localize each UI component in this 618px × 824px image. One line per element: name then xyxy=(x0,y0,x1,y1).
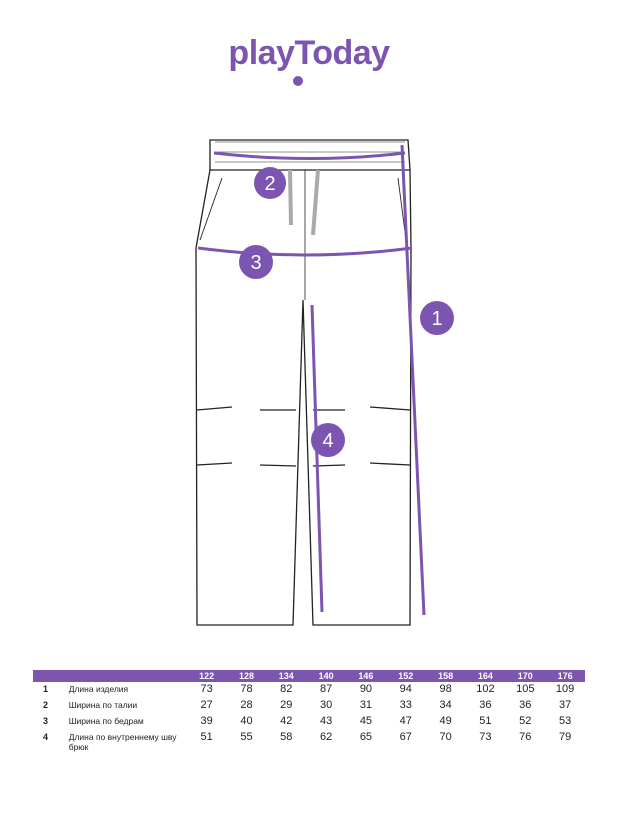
cell-value: 42 xyxy=(280,715,293,727)
cell-value: 52 xyxy=(519,715,532,727)
cell-value: 30 xyxy=(319,699,333,711)
cell-value: 45 xyxy=(359,715,373,727)
cell-value: 79 xyxy=(558,731,572,743)
cell-value: 90 xyxy=(359,683,373,695)
logo-dot xyxy=(293,76,303,86)
size-header: 146 xyxy=(358,670,374,681)
cell-value: 39 xyxy=(200,715,213,727)
cell-value: 82 xyxy=(280,683,293,695)
cell-value: 94 xyxy=(399,683,412,695)
cell-value: 36 xyxy=(479,699,492,711)
cell-value: 27 xyxy=(200,699,213,711)
cell-value: 36 xyxy=(519,699,532,711)
cell-value: 67 xyxy=(399,731,412,743)
marker-3: 3 xyxy=(250,252,261,274)
marker-4: 4 xyxy=(322,430,333,452)
row-number: 3 xyxy=(43,716,49,726)
table-row: 4 Длина по внутреннему шву брюк 51 55 58 62 65… xyxy=(33,730,585,756)
size-table: 122 128 134 140 146 152 158 164 170 176 1 Длина из… xyxy=(33,670,585,756)
pants-outline xyxy=(195,139,412,626)
cell-value: 53 xyxy=(558,715,572,727)
cell-value: 43 xyxy=(319,715,333,727)
row-label: Длина изделия xyxy=(68,684,129,694)
size-header: 152 xyxy=(398,670,414,681)
cell-value: 51 xyxy=(200,731,213,743)
cell-value: 105 xyxy=(516,683,535,695)
row-label: Длина по внутреннему шву брюк xyxy=(68,732,177,752)
size-header: 164 xyxy=(477,670,493,681)
cell-value: 33 xyxy=(399,699,412,711)
row-number: 4 xyxy=(43,732,49,742)
cell-value: 58 xyxy=(280,731,293,743)
cell-value: 31 xyxy=(359,699,373,711)
row-label: Ширина по талии xyxy=(68,700,138,710)
size-header-row: 122 128 134 140 146 152 158 164 170 176 xyxy=(33,670,585,682)
cell-value: 98 xyxy=(439,683,452,695)
marker-2: 2 xyxy=(264,173,275,195)
cell-value: 37 xyxy=(558,699,572,711)
cell-value: 28 xyxy=(240,699,253,711)
size-header: 158 xyxy=(438,670,454,681)
row-label: Ширина по бедрам xyxy=(68,716,144,726)
size-header: 128 xyxy=(238,670,254,681)
size-header: 140 xyxy=(318,670,334,681)
cell-value: 73 xyxy=(479,731,492,743)
table-row: 1 Длина изделия 73 78 82 87 90 94 98 102 105 109 xyxy=(33,682,585,698)
cell-value: 73 xyxy=(200,683,213,695)
size-header: 134 xyxy=(278,670,294,681)
marker-circles xyxy=(239,167,454,457)
cell-value: 65 xyxy=(359,731,373,743)
row-number: 2 xyxy=(43,700,49,710)
size-header: 122 xyxy=(199,670,215,681)
cell-value: 76 xyxy=(519,731,532,743)
measurement-arrows xyxy=(197,144,426,616)
table-row: 3 Ширина по бедрам 39 40 42 43 45 47 49 51 52 53 xyxy=(33,714,585,730)
cell-value: 102 xyxy=(476,683,495,695)
cell-value: 87 xyxy=(319,683,333,695)
cell-value: 29 xyxy=(280,699,293,711)
brand-logo: playToday xyxy=(228,34,390,72)
pants-drawing: 1 2 3 4 xyxy=(195,139,454,626)
marker-1: 1 xyxy=(431,308,442,330)
cell-value: 62 xyxy=(319,731,333,743)
cell-value: 34 xyxy=(439,699,452,711)
table-row: 2 Ширина по талии 27 28 29 30 31 33 34 36 36 37 xyxy=(33,698,585,714)
size-header: 170 xyxy=(517,670,533,681)
cell-value: 47 xyxy=(399,715,412,727)
row-number: 1 xyxy=(43,684,49,694)
size-header: 176 xyxy=(557,670,573,681)
cell-value: 70 xyxy=(439,731,452,743)
cell-value: 40 xyxy=(240,715,253,727)
cell-value: 78 xyxy=(240,683,253,695)
cell-value: 49 xyxy=(439,715,452,727)
cell-value: 55 xyxy=(240,731,253,743)
cell-value: 109 xyxy=(555,683,575,695)
cell-value: 51 xyxy=(479,715,492,727)
